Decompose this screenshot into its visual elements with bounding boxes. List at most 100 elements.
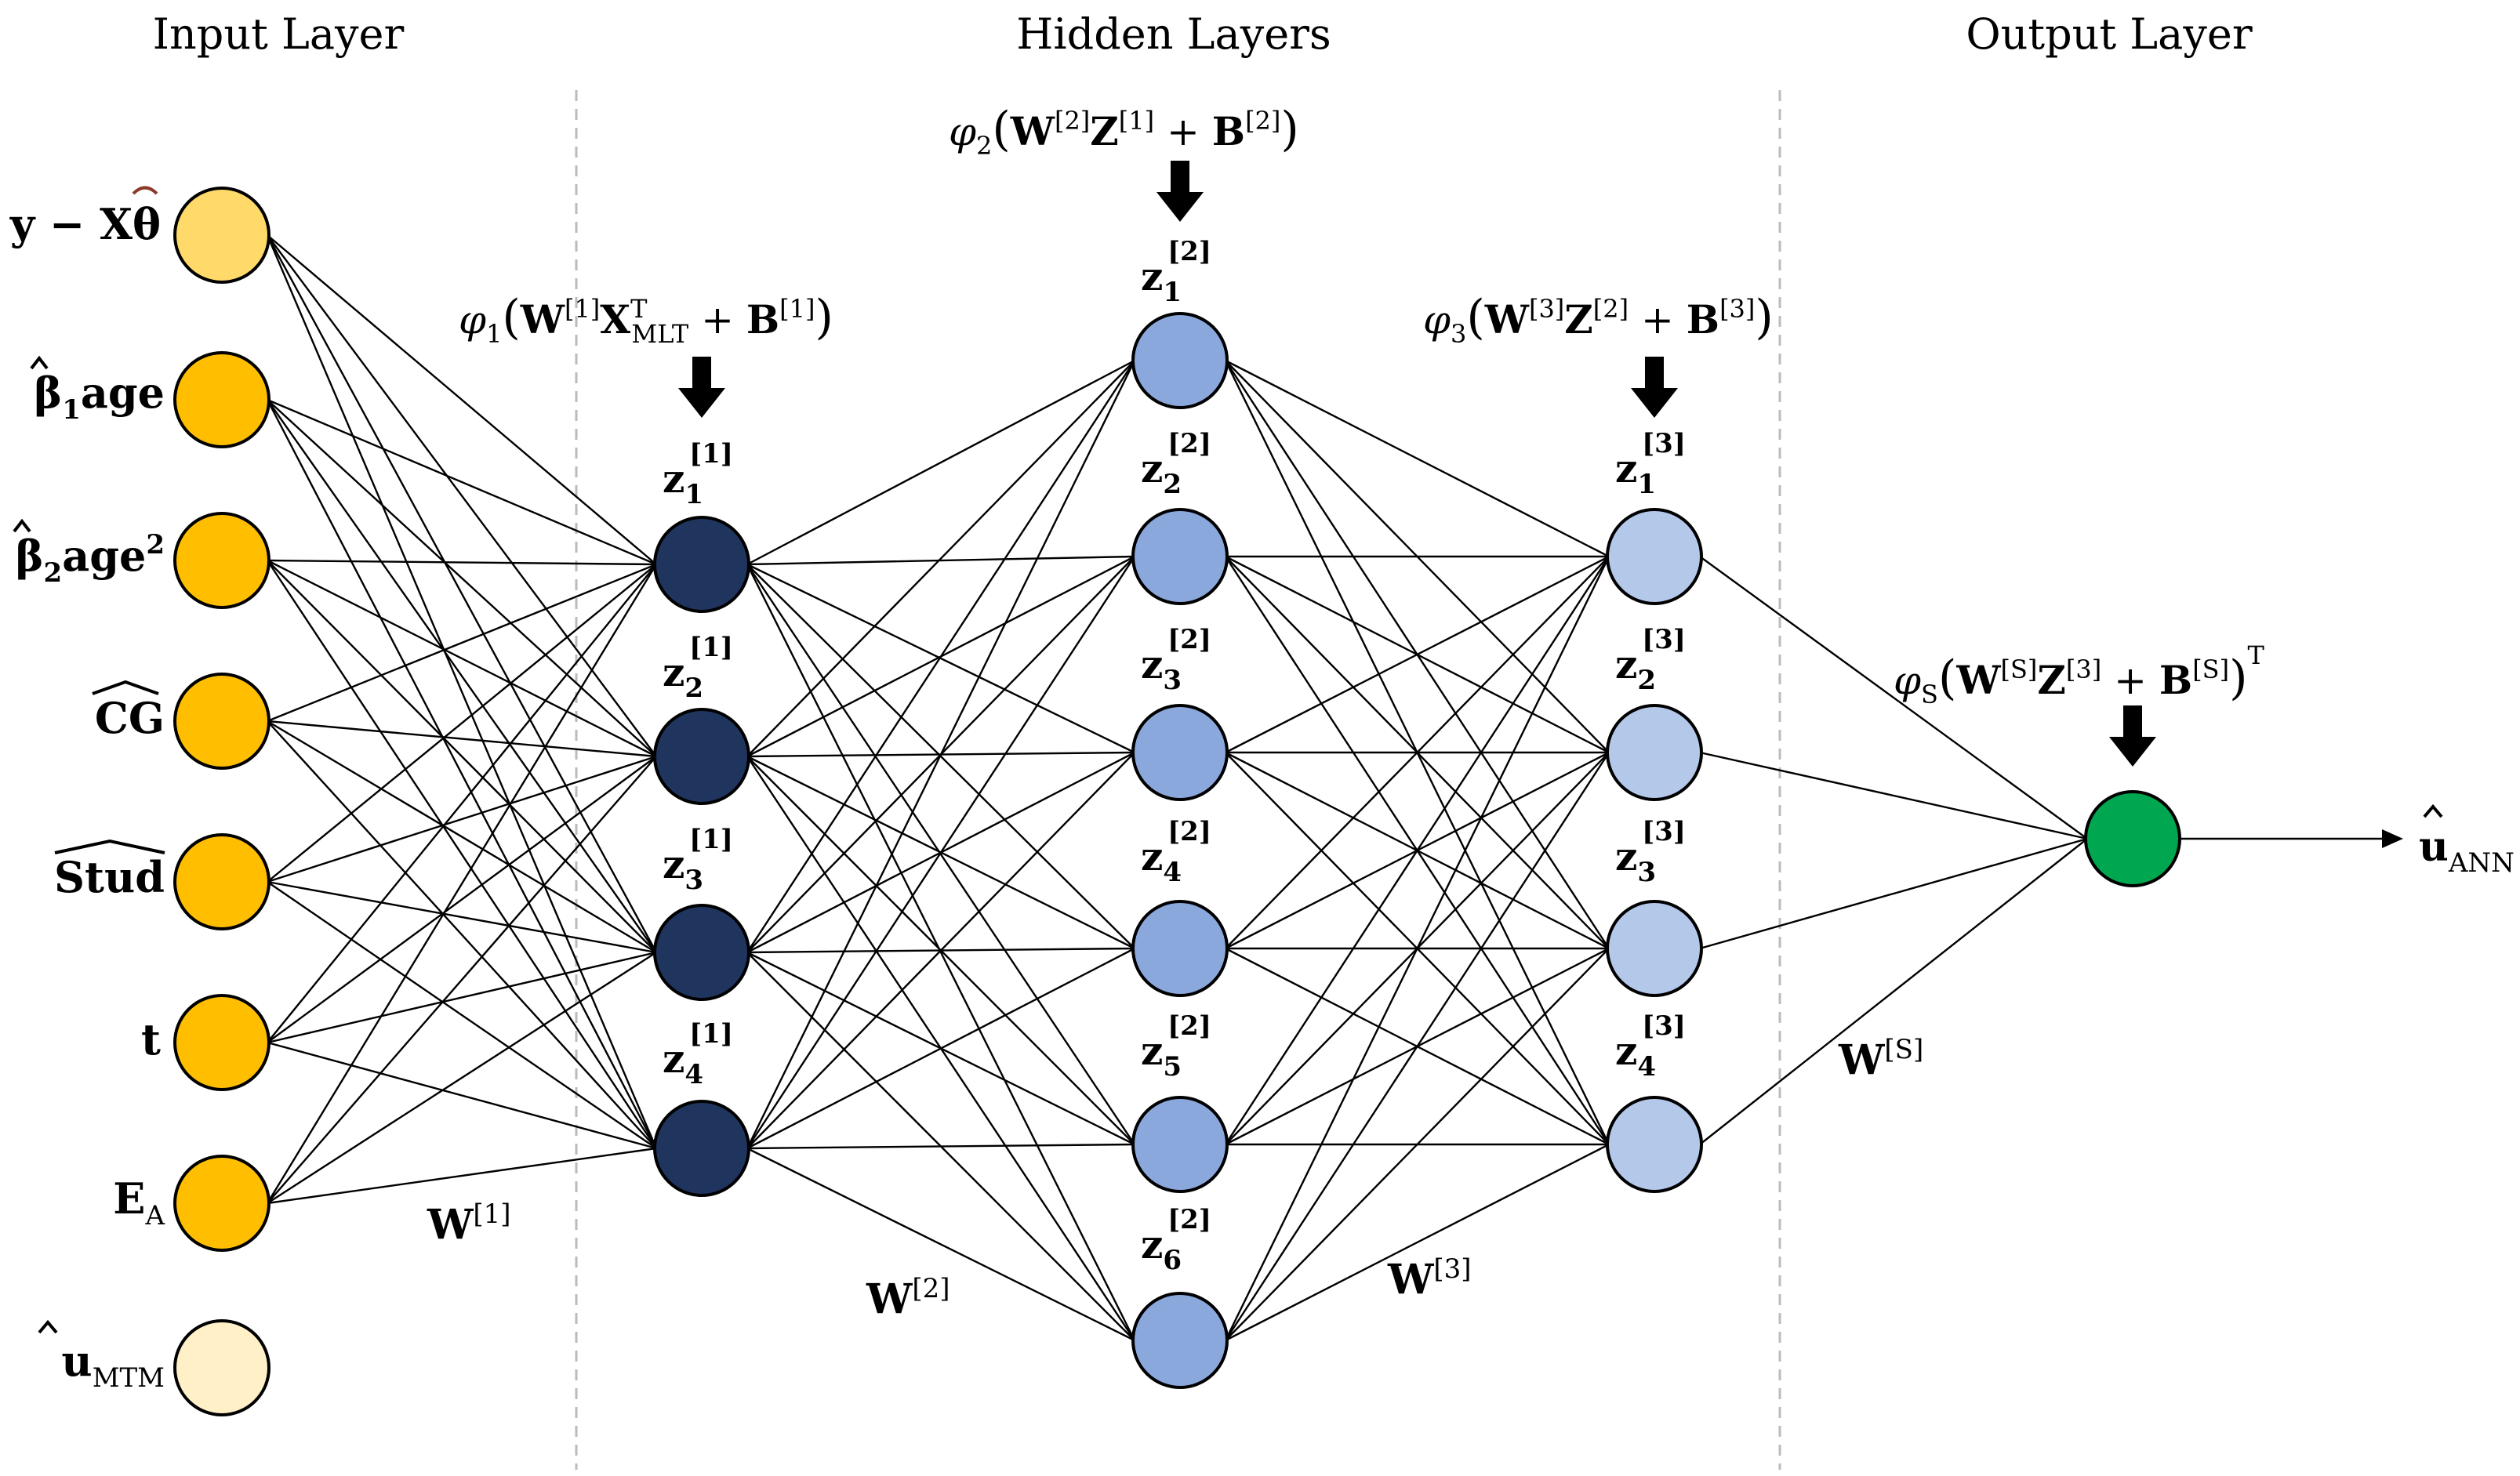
hidden1-node (653, 904, 750, 1001)
output-layer-header: Output Layer (1966, 9, 2252, 59)
node-label-z4-2: z4[2] (1141, 816, 1211, 888)
hat-mark (38, 1319, 58, 1334)
connection-edge (746, 752, 1135, 1149)
input-node (173, 994, 271, 1091)
connection-edge (266, 560, 658, 1149)
hidden3-node (1606, 704, 1703, 801)
connection-edge (267, 881, 657, 1149)
hat-mark (2423, 803, 2443, 818)
hidden3-labels: z1[3] z2[3] z3[3] z4[3] (1615, 428, 1686, 1083)
input-label-beta1-age: β1age (34, 368, 165, 426)
hidden2-node (1131, 508, 1229, 605)
input-layer-header: Input Layer (153, 9, 405, 59)
weight-label-w2: W[2] (866, 1273, 950, 1323)
input-label-beta2-age2: β2age2 (16, 529, 165, 589)
node-label-z5-2: z5[2] (1141, 1010, 1211, 1083)
activation-arrows (678, 161, 2156, 767)
connection-edge (267, 720, 657, 758)
connection-edges (266, 234, 2403, 1342)
node-label-z6-2: z6[2] (1141, 1204, 1211, 1276)
connection-edge (267, 951, 657, 1205)
input-label-cg: CG (95, 693, 165, 743)
node-label-z3-1: z3[1] (663, 824, 733, 896)
connection-edge (1224, 752, 1610, 1341)
hidden-layers-header: Hidden Layers (1016, 9, 1331, 59)
connection-edge (746, 947, 1135, 1150)
connection-edge (1224, 556, 1610, 1341)
hidden2-node (1131, 1292, 1229, 1389)
hidden3-node (1606, 1096, 1703, 1193)
hidden3-node (1606, 508, 1703, 605)
connection-edge (267, 564, 657, 883)
hidden2-labels: z1[2] z2[2] z3[2] z4[2] z5[2] z6[2] (1141, 236, 1211, 1276)
connection-edge (1224, 556, 1610, 1145)
connection-edge (267, 756, 657, 1204)
connection-edge (267, 756, 657, 1043)
connection-edge (746, 360, 1135, 757)
input-node (173, 833, 271, 930)
connection-edge (267, 755, 657, 883)
input-labels: y − Xθ β1age β2age2 CG Stud t EA uMTM (9, 186, 165, 1394)
formula-layer3: φ3(W[3]Z[2] + B[3]) (1423, 290, 1774, 349)
hidden1-labels: z1[1] z2[1] z3[1] z4[1] (663, 438, 733, 1090)
hidden2-node (1131, 1096, 1229, 1193)
hidden2-node (1131, 704, 1229, 801)
connection-edge (746, 1143, 1135, 1150)
connection-edge (267, 564, 657, 1043)
input-label-stud: Stud (54, 852, 165, 902)
node-label-z2-2: z2[2] (1141, 428, 1211, 500)
hat-mark (54, 839, 165, 854)
activation-arrow-icon (1631, 357, 1678, 418)
connection-edge (267, 563, 657, 723)
connection-edge (1699, 751, 2088, 840)
connection-edge (1225, 359, 1610, 558)
connection-edge (266, 399, 658, 1149)
hidden3-node (1606, 900, 1703, 997)
node-label-z3-3: z3[3] (1615, 816, 1686, 888)
connection-edge (267, 399, 657, 757)
hidden2-node (1131, 900, 1229, 997)
weight-label-w1: W[1] (427, 1199, 511, 1249)
node-label-z2-3: z2[3] (1615, 624, 1686, 696)
node-label-z1-1: z1[1] (663, 438, 733, 510)
activation-arrow-icon (2109, 705, 2156, 767)
layer-dividers (575, 90, 1781, 1470)
connection-edge (267, 951, 657, 1044)
network-nodes (173, 187, 2181, 1416)
formula-layer2: φ2(W[2]Z[1] + B[2]) (949, 102, 1299, 161)
connection-edge (1699, 838, 2088, 1145)
connection-edge (267, 720, 657, 1149)
input-label-residual: y − Xθ (9, 199, 161, 249)
connection-edge (267, 1147, 657, 1205)
connection-edge (267, 399, 657, 953)
hat-mark (30, 355, 49, 370)
connection-edge (267, 1041, 657, 1150)
input-label-t: t (141, 1014, 161, 1064)
connection-edge (746, 563, 1135, 754)
connection-edge (267, 720, 657, 954)
input-node (173, 351, 271, 448)
input-label-ea: EA (113, 1173, 165, 1231)
connection-edge (746, 556, 1136, 1149)
connection-edge (746, 555, 1135, 566)
connection-edge (267, 559, 657, 758)
connection-edge (266, 234, 658, 1149)
hat-mark (92, 680, 159, 695)
hidden2-node (1131, 312, 1229, 409)
connection-edge (1225, 555, 1610, 754)
hidden1-node (653, 1100, 750, 1197)
formula-output: φS(W[S]Z[3] + B[S])T (1894, 640, 2265, 709)
connection-edge (746, 564, 1135, 1145)
connection-edge (1699, 556, 2088, 840)
connection-edge (1225, 1143, 1610, 1342)
activation-arrow-icon (678, 357, 725, 418)
connection-edge (267, 559, 657, 566)
connection-edge (746, 564, 1136, 1341)
connection-edge (267, 398, 657, 566)
connection-edge (1699, 837, 2088, 950)
node-label-z1-3: z1[3] (1615, 428, 1686, 500)
connection-edge (746, 360, 1136, 953)
node-label-z2-1: z2[1] (663, 632, 733, 704)
